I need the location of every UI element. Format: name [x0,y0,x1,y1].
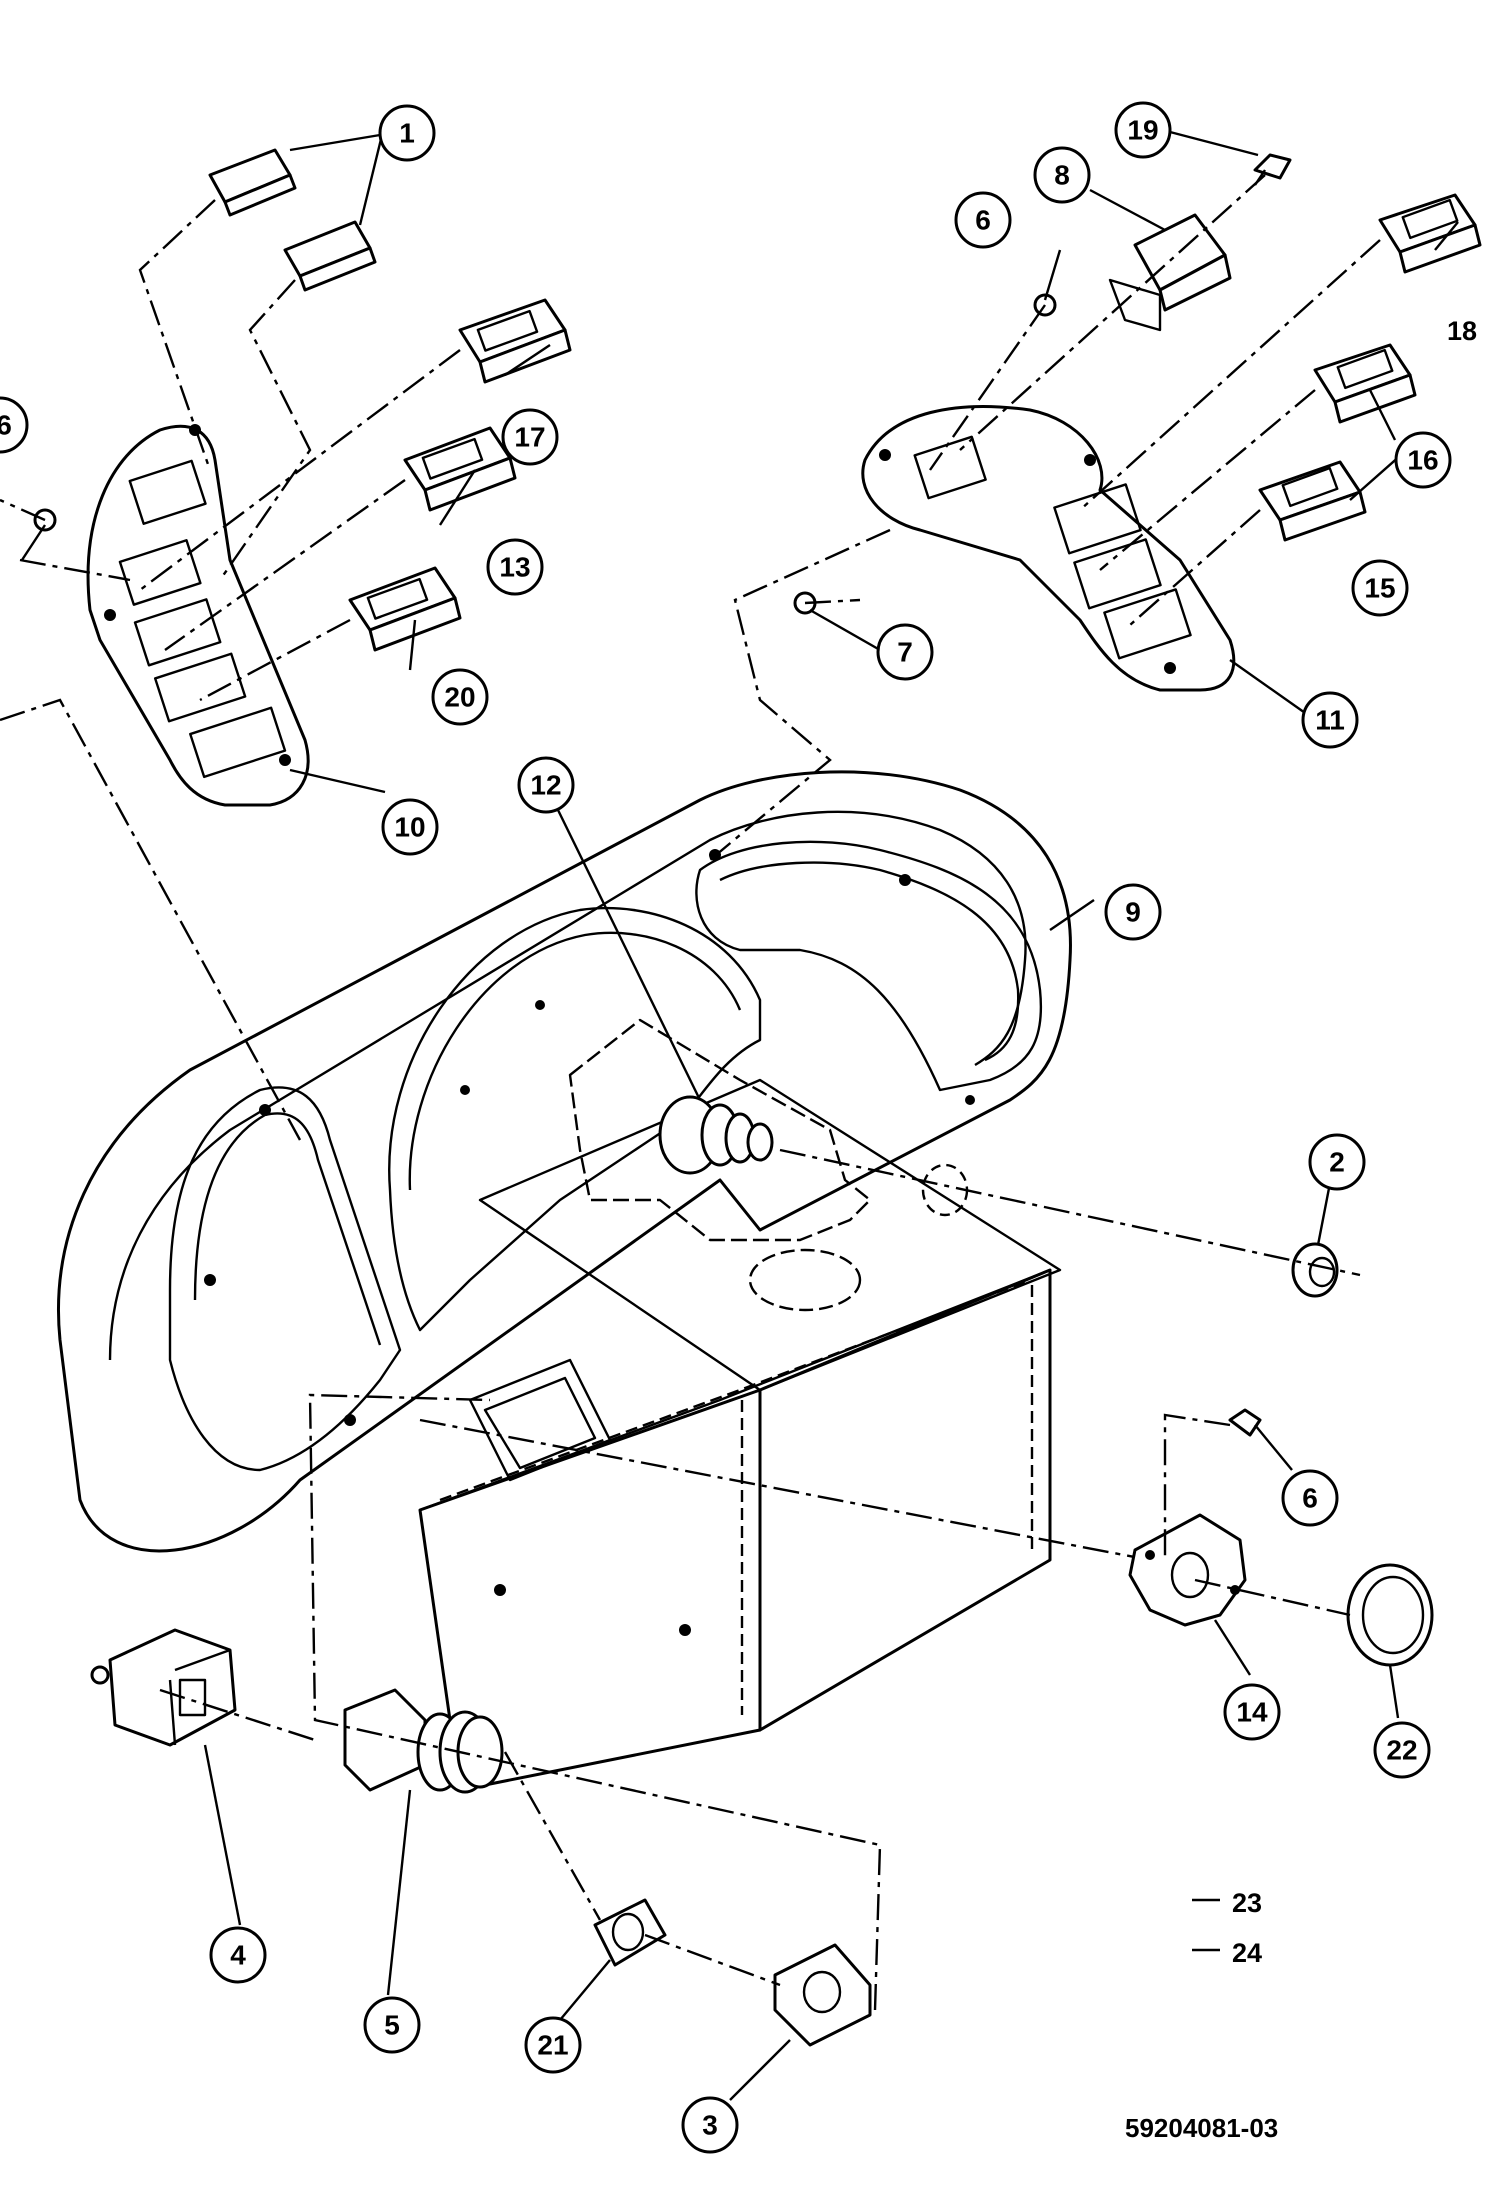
svg-text:4: 4 [230,1940,246,1971]
svg-text:3: 3 [702,2110,718,2141]
callout-24: 24 [1232,1938,1262,1968]
callout-5: 5 [363,1996,421,2054]
callout-6-right: 6 [1281,1469,1339,1527]
assembly-line [419,1418,1151,1562]
switch-part-18 [1378,193,1482,274]
callout-13: 13 [486,538,544,596]
assembly-line [644,1933,781,1987]
svg-text:12: 12 [530,770,561,801]
svg-text:15: 15 [1364,573,1395,604]
svg-text:16: 16 [1407,445,1438,476]
assembly-line [138,199,216,471]
switch-part-1a [208,148,297,217]
assembly-line [929,304,1046,471]
screw-part-6-right [1228,1408,1262,1437]
assembly-line [19,558,131,582]
callout-6-left: 6 [0,396,29,454]
svg-text:9: 9 [1125,897,1141,928]
svg-text:1: 1 [399,118,415,149]
callout-10: 10 [381,798,439,856]
svg-text:14: 14 [1236,1697,1268,1728]
drawing-number: 59204081-03 [1125,2113,1278,2143]
assembly-line [199,618,351,702]
svg-text:17: 17 [514,422,545,453]
svg-text:5: 5 [384,2010,400,2041]
right-switch-panel [861,405,1236,692]
svg-text:13: 13 [499,552,530,583]
svg-text:6: 6 [1302,1483,1318,1514]
steering-switch [568,1018,969,1312]
assembly-line [159,1688,316,1742]
assembly-line [1079,239,1381,511]
callout-23: 23 [1232,1888,1262,1918]
svg-text:10: 10 [394,812,425,843]
switch-housing-part-4 [90,1628,237,1747]
assembly-line [804,598,861,605]
switch-part-13 [403,426,517,512]
assembly-line [959,174,1266,451]
callout-11: 11 [1301,691,1359,749]
callout-16: 16 [1394,431,1452,489]
callout-22: 22 [1373,1721,1431,1779]
callout-14: 14 [1223,1683,1281,1741]
cover-plate-part-14 [1128,1513,1247,1627]
callout-9: 9 [1104,883,1162,941]
callout-18: 18 [1447,316,1477,346]
svg-text:20: 20 [444,682,475,713]
callout-12: 12 [517,756,575,814]
assembly-line [1194,1578,1351,1617]
assembly-line [219,279,312,581]
nut-part-3 [773,1943,872,2047]
assembly-line [1099,389,1316,571]
console-housing [57,770,1072,1792]
callout-20: 20 [431,668,489,726]
screw-part-19 [1253,153,1292,186]
assembly-line [503,1751,602,1921]
svg-text:22: 22 [1386,1735,1417,1766]
assembly-line [0,698,302,1141]
callout-17: 17 [501,408,559,466]
switch-part-15 [1258,460,1367,542]
assembly-line [0,498,46,522]
svg-text:19: 19 [1127,115,1158,146]
svg-text:6: 6 [975,205,991,236]
svg-text:21: 21 [537,2030,568,2061]
assembly-line [164,479,406,651]
switch-part-17 [458,298,572,384]
callout-7: 7 [876,623,934,681]
assembly-line [308,1393,882,2011]
svg-text:2: 2 [1329,1147,1345,1178]
switch-part-16 [1313,343,1417,424]
nut-part-2 [779,1148,1361,1298]
switch-part-1b [283,220,377,292]
callout-1: 1 [378,104,436,162]
assembly-line [709,528,891,861]
callout-2: 2 [1308,1133,1366,1191]
left-switch-panel [86,424,310,807]
assembly-line [1129,509,1261,626]
ring-part-22 [1346,1563,1434,1667]
assembly-line [139,349,461,591]
bezel-part-21 [593,1898,667,1967]
svg-text:8: 8 [1054,160,1070,191]
callout-8: 8 [1033,146,1091,204]
callout-19: 19 [1114,101,1172,159]
callout-21: 21 [524,2016,582,2074]
leader-lines [20,130,1459,2101]
svg-text:6: 6 [0,410,12,441]
svg-text:11: 11 [1315,705,1345,736]
assembly-line [1163,1413,1231,1560]
switch-part-8 [1108,213,1232,332]
svg-text:7: 7 [897,637,913,668]
switch-part-20 [348,566,462,652]
callout-3: 3 [681,2096,739,2154]
callout-15: 15 [1351,559,1409,617]
callout-4: 4 [209,1926,267,1984]
callout-6-top: 6 [954,191,1012,249]
